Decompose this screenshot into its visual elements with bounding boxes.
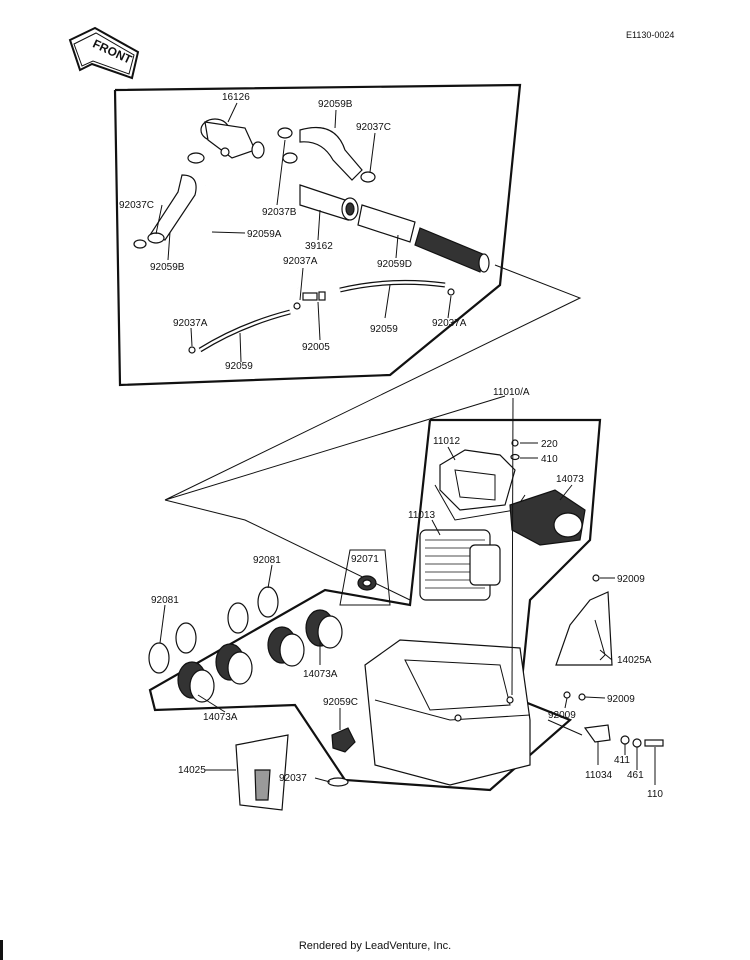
callout-92037A-right: 92037A	[432, 318, 467, 329]
callout-92059B-left: 92059B	[150, 262, 185, 273]
part-92059A-hose	[203, 184, 299, 290]
callout-92009-mid: 92009	[607, 694, 635, 705]
projection-lines-lower	[164, 499, 411, 601]
callout-110: 110	[647, 789, 663, 800]
diagram-code: E1130-0024	[626, 30, 674, 40]
callout-11034: 11034	[585, 770, 613, 781]
part-92081-orings	[148, 586, 279, 674]
edge-mark	[0, 940, 3, 960]
callout-92059C: 92059C	[323, 697, 358, 708]
callout-410: 410	[541, 454, 558, 465]
callout-14073A-right: 14073A	[303, 669, 338, 680]
part-92059C-elbow	[327, 727, 356, 787]
callout-92081-top: 92081	[253, 555, 281, 566]
part-92059D-hose	[357, 204, 490, 273]
callout-92009-low: 92009	[548, 710, 576, 721]
callout-92037B: 92037B	[262, 207, 297, 218]
callout-14073: 14073	[556, 474, 584, 485]
clamp-top	[187, 127, 376, 183]
part-92059B-hose-top	[299, 126, 363, 181]
part-14025A-cover	[555, 591, 613, 666]
callout-92037A-left: 92037A	[173, 318, 208, 329]
part-11013-element	[419, 529, 501, 601]
callout-14025A: 14025A	[617, 655, 652, 666]
callout-14025: 14025	[178, 765, 206, 776]
callout-labels: 16126 92059B 92037C 92037C 92059B 92037B…	[119, 92, 663, 800]
callout-92059-left: 92059	[225, 361, 253, 372]
part-14073-boot	[509, 489, 586, 546]
callout-92059-right: 92059	[370, 324, 398, 335]
callout-11010A: 11010/A	[493, 387, 530, 398]
callout-14073A-left: 14073A	[203, 712, 238, 723]
callout-11012: 11012	[433, 436, 461, 447]
callout-11013: 11013	[408, 510, 436, 521]
callout-92037C-top: 92037C	[356, 122, 391, 133]
callout-92071: 92071	[351, 554, 379, 565]
callout-92037C-left: 92037C	[119, 200, 154, 211]
lower-box-outline	[148, 418, 602, 792]
callout-39162: 39162	[305, 241, 333, 252]
callout-92081-left: 92081	[151, 595, 179, 606]
part-14025-cover	[235, 734, 289, 811]
callout-92005: 92005	[302, 342, 330, 353]
part-16126-valve	[200, 118, 265, 159]
footer-credit: Rendered by LeadVenture, Inc.	[298, 940, 452, 952]
upper-box-outline	[113, 83, 522, 387]
part-39162-tube	[299, 184, 359, 221]
leader-lines	[155, 102, 656, 785]
part-airbox	[364, 639, 531, 786]
callout-92059D: 92059D	[377, 259, 412, 270]
callout-461: 461	[627, 770, 644, 781]
callout-92037: 92037	[279, 773, 307, 784]
part-14073A-boots	[177, 609, 343, 703]
callout-92037A-mid: 92037A	[283, 256, 318, 267]
part-11012-cover	[434, 449, 526, 521]
callout-92009-top: 92009	[617, 574, 645, 585]
part-92059-hose-left	[198, 309, 291, 353]
part-92071-grommet	[339, 549, 391, 606]
part-92005-tee	[188, 288, 455, 354]
callout-92059B-top: 92059B	[318, 99, 353, 110]
front-arrow-icon: FRONT	[68, 26, 140, 80]
callout-220: 220	[541, 439, 558, 450]
part-92059B-hose-left	[133, 174, 197, 249]
projection-lines-upper	[164, 264, 582, 501]
callout-92059A: 92059A	[247, 229, 282, 240]
callout-16126: 16126	[222, 92, 250, 103]
callout-411: 411	[614, 755, 630, 766]
part-92059-hose-right	[339, 279, 446, 293]
part-11034-bracket	[510, 439, 664, 748]
